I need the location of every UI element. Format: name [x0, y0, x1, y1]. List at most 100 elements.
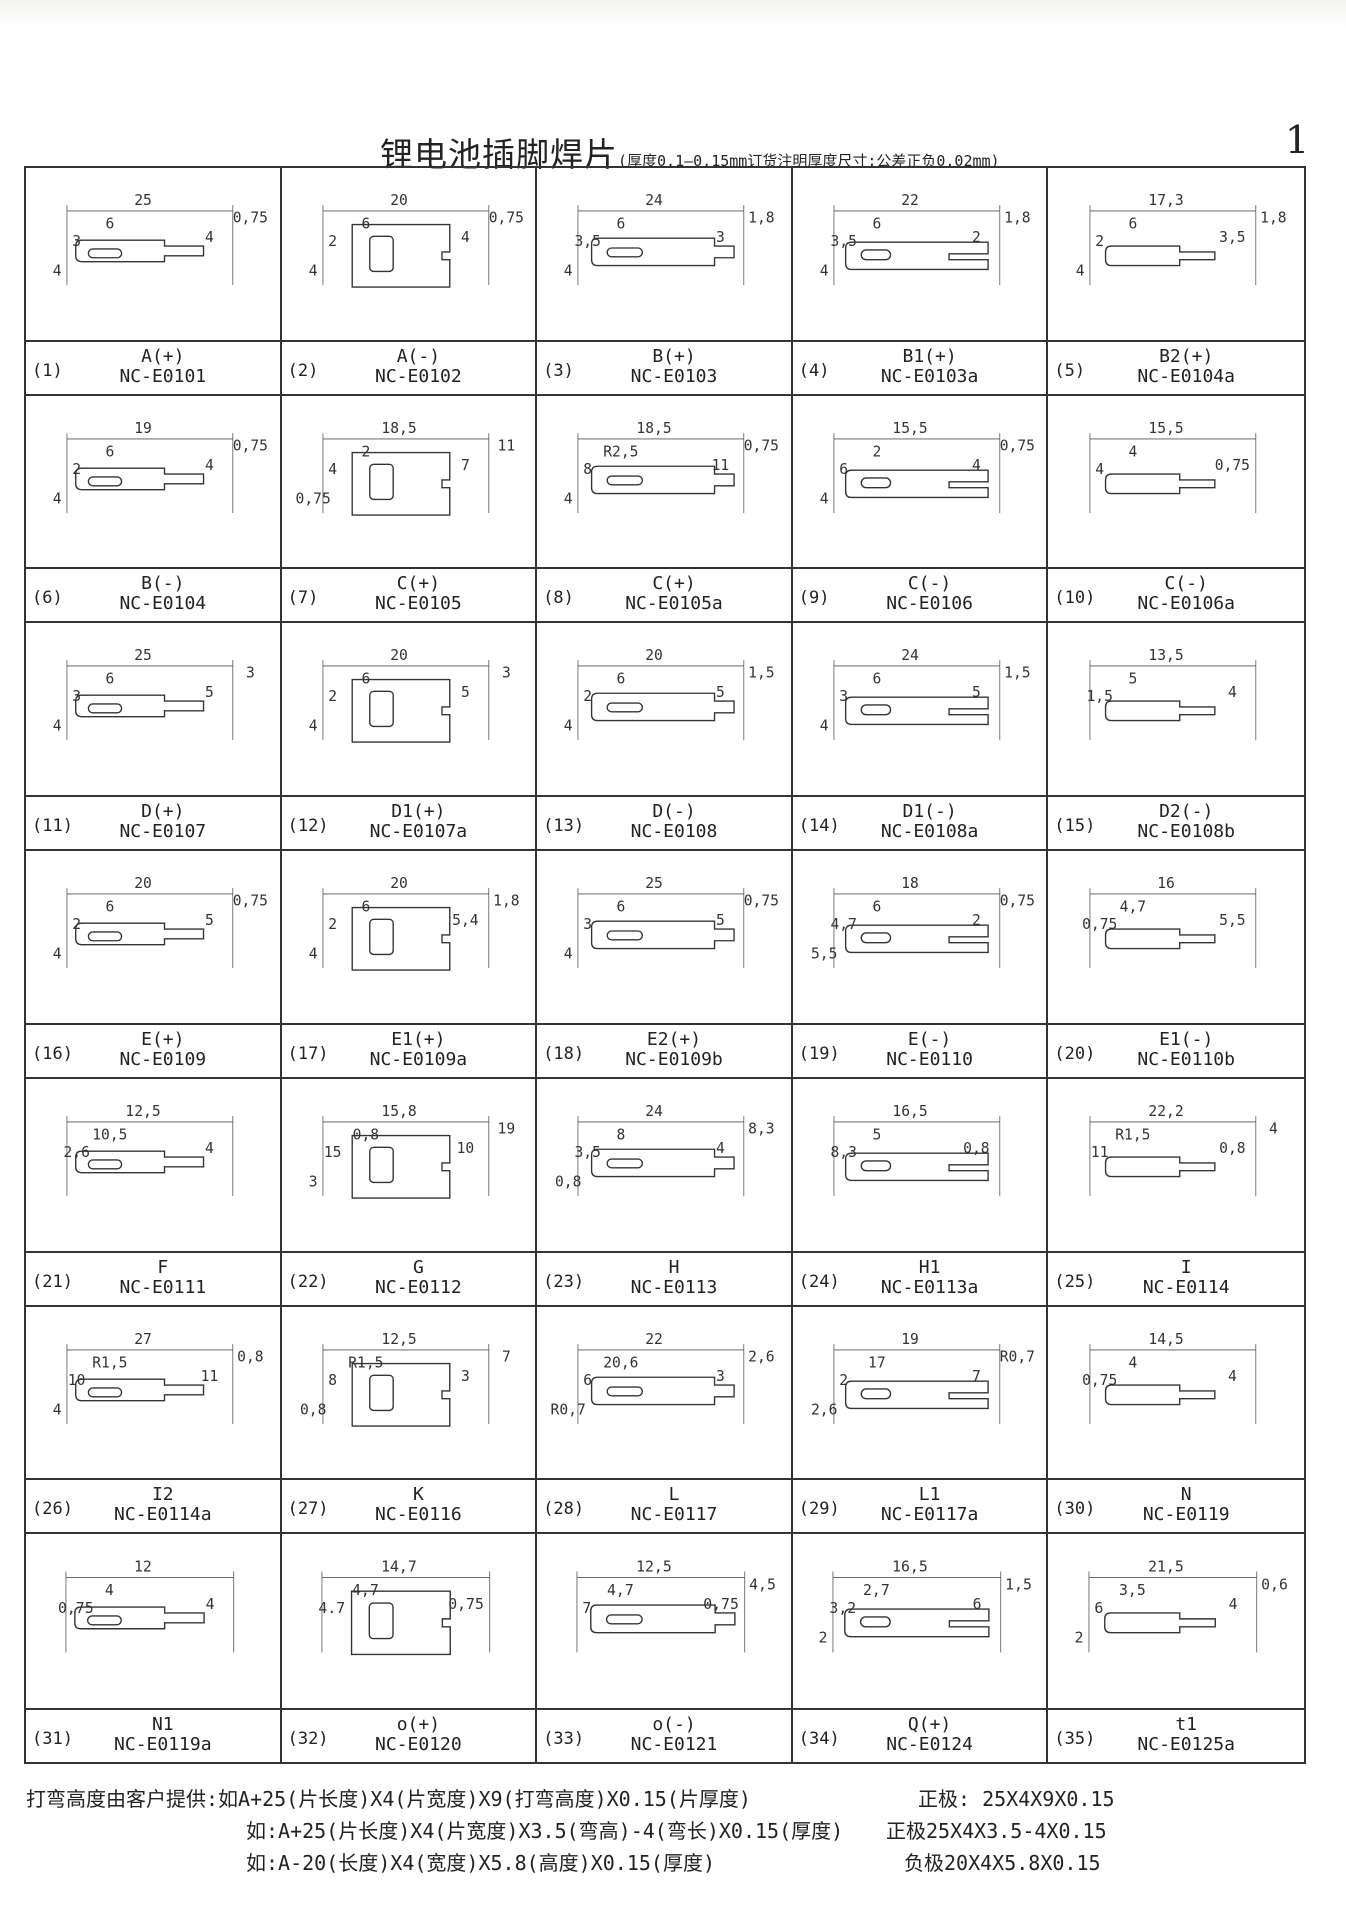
part-code: NC-E0108a	[880, 821, 979, 843]
part-code: NC-E0120	[375, 1733, 462, 1755]
dimension-label: 4	[308, 718, 317, 735]
dimension-label: 7	[502, 1348, 511, 1365]
dimension-label: 25	[645, 875, 663, 892]
part-type: K	[412, 1484, 424, 1506]
part-label: (16)E(+)NC-E0109	[26, 1025, 280, 1077]
dimension-label: 16	[1158, 875, 1176, 892]
dimension-label: 4	[564, 945, 573, 962]
part-code: NC-E0103a	[880, 365, 979, 387]
dimension-label: 5	[972, 685, 981, 702]
dimension-label: 3,5	[1220, 229, 1246, 246]
dimension-label: 0,75	[58, 1600, 94, 1617]
dimension-label: 4	[461, 229, 470, 246]
part-type: C(+)	[652, 573, 696, 595]
dimension-label: 5	[716, 685, 725, 702]
part-number: (15)	[1054, 816, 1096, 837]
dimension-label: 1,5	[748, 665, 774, 682]
dimension-label: 22,2	[1149, 1103, 1184, 1120]
dimension-label: 8	[583, 461, 592, 478]
dimension-label: 6	[617, 671, 626, 688]
dimension-label: 4,7	[352, 1582, 379, 1599]
dimension-label: 6	[361, 899, 370, 916]
dimension-label: 25	[134, 192, 152, 209]
part-type: o(+)	[396, 1713, 441, 1735]
part-label: (13)D(-)NC-E0108	[537, 797, 791, 849]
part-label: (6)B(-)NC-E0104	[26, 569, 280, 621]
dimension-label: 4	[1129, 1354, 1138, 1371]
dimension-label: 4	[564, 262, 573, 279]
part-number: (27)	[287, 1499, 329, 1520]
part-type: D1(-)	[902, 801, 957, 823]
part-type: E(-)	[907, 1028, 952, 1050]
dimension-label: 4	[820, 262, 829, 279]
part-label: (1)A(+)NC-E0101	[26, 342, 280, 394]
part-number: (29)	[798, 1499, 840, 1520]
dimension-label: 3	[583, 916, 592, 933]
dimension-label: 3	[72, 233, 81, 250]
dimension-label: 5	[716, 912, 725, 929]
dimension-label: 12	[134, 1559, 152, 1576]
part-label: (5)B2(+)NC-E0104a	[1048, 342, 1304, 394]
dimension-label: 2	[1075, 1630, 1084, 1647]
dimension-label: 4	[1229, 1596, 1238, 1613]
dimension-label: 2	[328, 233, 337, 250]
dimension-label: 0,8	[555, 1173, 581, 1190]
dimension-label: 1,8	[1261, 210, 1287, 227]
part-label: (34)Q(+)NC-E0124	[793, 1710, 1047, 1762]
dimension-label: 1,8	[748, 210, 774, 227]
part-number: (10)	[1054, 588, 1096, 609]
dimension-label: 0,75	[744, 893, 779, 910]
dimension-label: 20	[390, 875, 408, 892]
dimension-label: 3	[246, 665, 255, 682]
note-line-1-example: 正极: 25X4X9X0.15	[918, 1787, 1115, 1811]
part-type: B2(+)	[1159, 345, 1214, 367]
part-label: (8)C(+)NC-E0105a	[537, 569, 791, 621]
dimension-label: 2,6	[748, 1348, 774, 1365]
part-number: (23)	[543, 1271, 585, 1292]
dimension-label: 2,6	[63, 1144, 89, 1161]
dimension-label: 18	[901, 875, 919, 892]
part-label: (2)A(-)NC-E0102	[282, 342, 536, 394]
dimension-label: 1,5	[1087, 688, 1113, 705]
dimension-label: 5,5	[811, 945, 837, 962]
dimension-label: 2,7	[863, 1582, 890, 1599]
dimension-label: 4	[105, 1582, 114, 1599]
part-type: C(+)	[396, 573, 441, 595]
dimension-label: 2	[72, 461, 81, 478]
part-number: (26)	[32, 1499, 73, 1520]
dimension-label: 6	[1129, 215, 1138, 232]
note-line-2: 如:A+25(片长度)X4(片宽度)X3.5(弯高)-4(弯长)X0.15(厚度…	[246, 1815, 1107, 1844]
dimension-label: 0,75	[448, 1596, 484, 1613]
dimension-label: 17,3	[1149, 192, 1184, 209]
note-line-3: 如:A-20(长度)X4(宽度)X5.8(高度)X0.15(厚度) 负极20X4…	[246, 1847, 1101, 1876]
part-code: NC-E0108b	[1137, 821, 1235, 843]
part-label: (4)B1(+)NC-E0103a	[793, 342, 1047, 394]
dimension-label: 7	[583, 1600, 592, 1617]
part-code: NC-E0111	[119, 1276, 207, 1298]
part-code: NC-E0121	[630, 1733, 718, 1755]
dimension-label: 5	[205, 685, 214, 702]
